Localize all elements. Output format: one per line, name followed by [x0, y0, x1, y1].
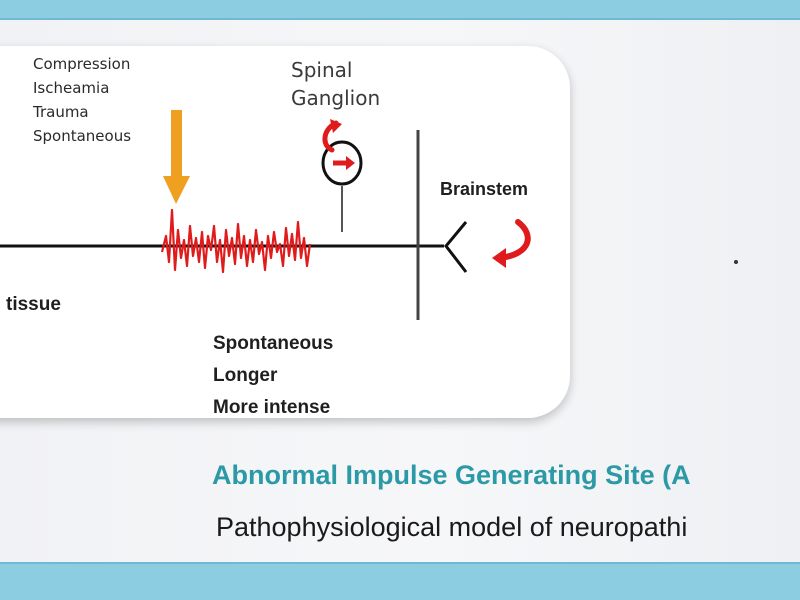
brainstem-impulse-arrow-icon [497, 219, 531, 261]
outcome-list: Spontaneous Longer More intense [213, 328, 333, 424]
top-accent-bar [0, 0, 800, 20]
slide-subtitle: Pathophysiological model of neuropathi [216, 512, 688, 542]
cause-trauma: Trauma [33, 103, 89, 121]
outcome-more-intense: More intense [213, 397, 331, 418]
ectopic-impulse-burst [160, 208, 312, 274]
ganglion-label: Spinal Ganglion [291, 56, 380, 112]
compression-arrow-shaft [171, 110, 182, 178]
outcome-longer: Longer [213, 365, 278, 386]
cause-compression: Compression [33, 55, 131, 73]
compression-arrow-icon [163, 176, 190, 204]
ganglion-label-line-2: Ganglion [291, 86, 381, 110]
brainstem-arrowhead [492, 248, 506, 268]
slide-title: Abnormal Impulse Generating Site (A [212, 460, 691, 490]
tissue-label: tissue [6, 294, 61, 315]
ganglion-label-line-1: Spinal [291, 58, 353, 82]
cause-list: Compression Ischeamia Trauma Spontaneous [33, 52, 131, 148]
ganglion-arrowhead [346, 156, 355, 170]
brainstem-label: Brainstem [440, 179, 529, 199]
nerve-terminal-fork [444, 221, 468, 273]
ganglion-loop-arrowhead [330, 119, 342, 133]
bottom-accent-bar [0, 562, 800, 600]
cause-ischeamia: Ischeamia [33, 79, 110, 97]
outcome-spontaneous: Spontaneous [213, 333, 334, 354]
cause-spontaneous: Spontaneous [33, 127, 132, 145]
stray-dot [734, 260, 738, 264]
